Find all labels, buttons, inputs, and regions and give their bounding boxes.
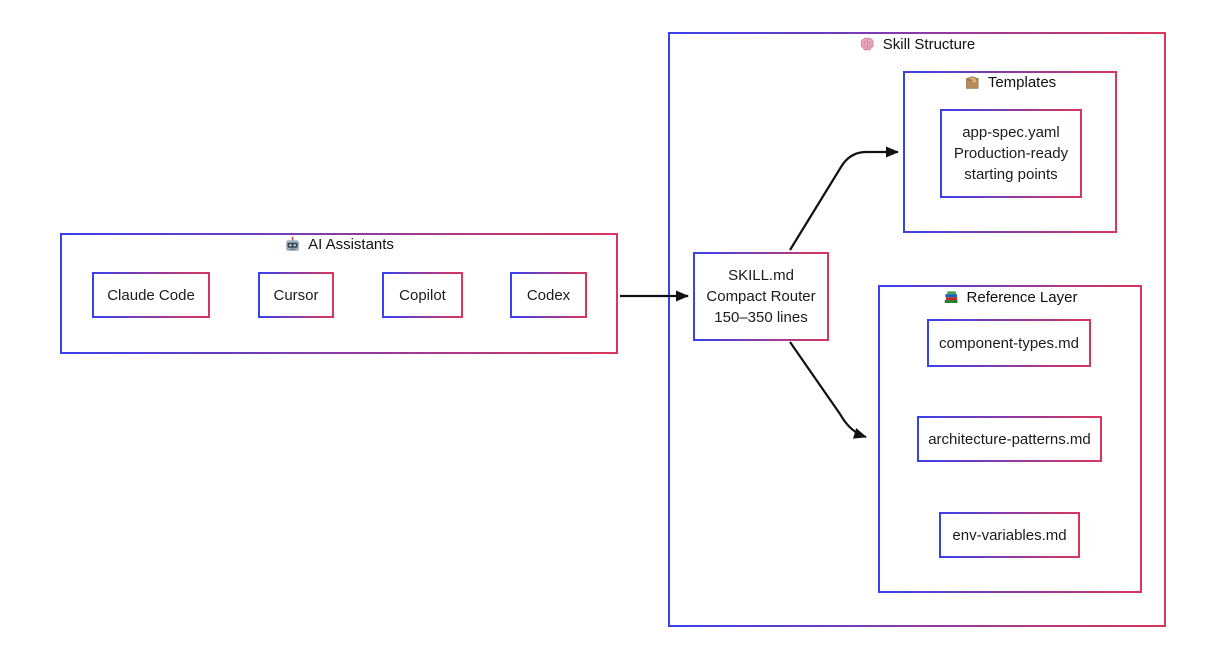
node-app-spec-line3: starting points (964, 166, 1058, 183)
node-claude-code: Claude Code (92, 272, 210, 318)
node-app-spec-line1: app-spec.yaml (962, 124, 1060, 141)
books-icon (943, 289, 960, 306)
package-icon (964, 74, 981, 91)
brain-icon (859, 36, 876, 53)
node-skill-md-router: SKILL.md Compact Router 150–350 lines (693, 252, 829, 341)
node-codex: Codex (510, 272, 587, 318)
node-skill-md-line3: 150–350 lines (714, 309, 808, 326)
skill-structure-title-label: Skill Structure (882, 36, 976, 53)
node-cursor: Cursor (258, 272, 334, 318)
node-codex-label: Codex (526, 286, 571, 304)
node-app-spec: app-spec.yaml Production-ready starting … (940, 109, 1082, 198)
node-architecture-patterns: architecture-patterns.md (917, 416, 1102, 462)
node-app-spec-line2: Production-ready (953, 145, 1069, 162)
node-skill-md-line1: SKILL.md (728, 267, 794, 284)
node-component-types: component-types.md (927, 319, 1091, 367)
node-architecture-patterns-label: architecture-patterns.md (928, 430, 1091, 448)
node-copilot-label: Copilot (399, 286, 446, 304)
reference-layer-title-label: Reference Layer (966, 289, 1078, 306)
ai-assistants-title-label: AI Assistants (308, 236, 394, 253)
node-env-variables-label: env-variables.md (952, 526, 1067, 544)
skill-structure-title: Skill Structure (859, 36, 976, 53)
templates-title-label: Templates (987, 74, 1057, 91)
node-cursor-label: Cursor (273, 286, 319, 304)
templates-title: Templates (964, 74, 1056, 91)
node-component-types-label: component-types.md (938, 334, 1080, 352)
node-copilot: Copilot (382, 272, 463, 318)
node-env-variables: env-variables.md (939, 512, 1080, 558)
reference-layer-title: Reference Layer (943, 289, 1078, 306)
robot-icon (284, 236, 301, 253)
node-claude-code-label: Claude Code (107, 286, 195, 304)
ai-assistants-title: AI Assistants (284, 236, 394, 253)
node-skill-md-line2: Compact Router (706, 288, 816, 305)
